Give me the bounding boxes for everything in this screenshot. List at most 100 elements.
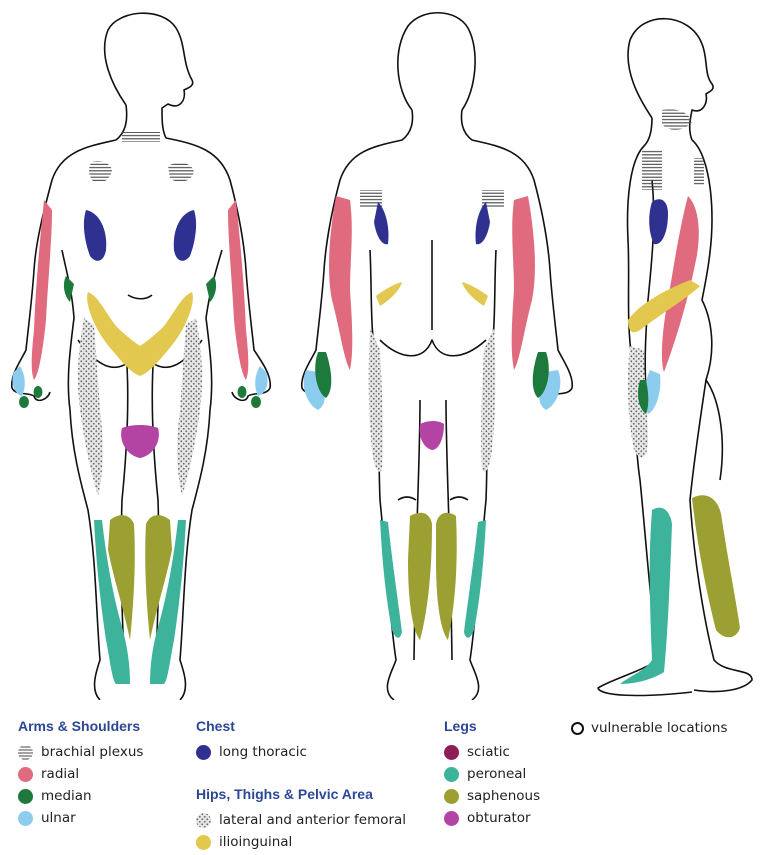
legend-heading-arms: Arms & Shoulders: [18, 718, 141, 734]
legend-item-radial: radial: [18, 763, 143, 785]
side-view: [597, 17, 753, 697]
back-median-left: [315, 352, 332, 398]
front-saphenous-left: [108, 515, 135, 640]
back-saphenous-right: [436, 512, 457, 640]
legend-vulnerable: vulnerable locations: [571, 717, 728, 739]
legend-arms-shoulders: Arms & Shoulders brachial plexus radial …: [18, 718, 143, 829]
back-femoral-left: [368, 328, 383, 472]
vulnerable-ring-icon: [571, 721, 584, 735]
back-brachial-plexus-left: [360, 190, 382, 208]
front-obturator: [121, 425, 159, 458]
front-median-right-upper: [206, 276, 217, 302]
side-peroneal: [620, 507, 672, 684]
front-median-right-finger2: [237, 386, 247, 398]
legend-item-vulnerable: vulnerable locations: [571, 717, 728, 739]
side-brachial-plexus-back: [642, 150, 662, 190]
front-median-left-upper: [63, 276, 74, 302]
back-long-thoracic-right: [475, 202, 490, 245]
legend-item-sciatic: sciatic: [444, 741, 540, 763]
legend-item-median: median: [18, 785, 143, 807]
side-median: [638, 380, 649, 414]
legend-chest: Chest long thoracic: [196, 718, 307, 763]
front-ilioinguinal: [87, 292, 193, 376]
front-median-right-finger: [251, 396, 261, 408]
back-radial-right: [511, 196, 535, 370]
back-long-thoracic-left: [374, 202, 389, 245]
legend-label-long-thoracic: long thoracic: [219, 744, 307, 760]
side-ilioinguinal: [628, 280, 700, 333]
ulnar-swatch-icon: [18, 810, 33, 826]
legend-label-ilioinguinal: ilioinguinal: [219, 834, 293, 850]
front-brachial-plexus-right: [168, 162, 194, 182]
obturator-swatch-icon: [444, 810, 459, 826]
front-radial-left: [31, 200, 52, 380]
front-long-thoracic-right: [173, 210, 197, 261]
back-femoral-right: [481, 328, 496, 472]
legend-heading-chest: Chest: [196, 718, 235, 734]
legend-label-brachial-plexus: brachial plexus: [41, 744, 144, 760]
front-femoral-left: [77, 318, 103, 496]
front-body-outline: [10, 12, 272, 700]
front-brachial-plexus-neck: [122, 132, 160, 142]
peroneal-swatch-icon: [444, 766, 459, 782]
back-peroneal-right: [464, 520, 486, 638]
legend-heading-hips: Hips, Thighs & Pelvic Area: [196, 786, 373, 802]
side-ulnar: [644, 370, 661, 414]
legend-item-ulnar: ulnar: [18, 807, 143, 829]
legend-item-long-thoracic: long thoracic: [196, 741, 307, 763]
back-ilioinguinal-right: [462, 282, 488, 306]
legend-label-vulnerable: vulnerable locations: [591, 720, 728, 736]
legend-legs: Legs sciatic peroneal saphenous obturato…: [444, 718, 540, 829]
legend-label-sciatic: sciatic: [467, 744, 510, 760]
back-brachial-plexus-right: [482, 190, 504, 208]
back-saphenous-left: [408, 512, 432, 640]
front-saphenous-right: [145, 515, 172, 640]
femoral-swatch-icon: [196, 812, 211, 828]
legend-heading-legs: Legs: [444, 718, 477, 734]
front-brachial-plexus-left: [89, 161, 112, 183]
back-view: [300, 12, 574, 700]
legend-label-radial: radial: [41, 766, 80, 782]
side-saphenous: [692, 495, 740, 638]
side-radial: [661, 196, 699, 372]
legend-item-brachial-plexus: brachial plexus: [18, 741, 143, 763]
front-radial-right: [228, 200, 249, 380]
back-ilioinguinal-left: [376, 282, 402, 306]
legend-label-obturator: obturator: [467, 810, 531, 826]
legend-label-ulnar: ulnar: [41, 810, 76, 826]
legend-item-ilioinguinal: ilioinguinal: [196, 831, 406, 853]
front-long-thoracic-left: [83, 210, 107, 261]
legend-label-femoral: lateral and anterior femoral: [219, 812, 407, 828]
side-long-thoracic: [649, 199, 668, 245]
legend-label-saphenous: saphenous: [467, 788, 541, 804]
back-body-outline: [300, 12, 574, 700]
legend-item-obturator: obturator: [444, 807, 540, 829]
legend-hips: Hips, Thighs & Pelvic Area lateral and a…: [196, 786, 406, 853]
back-obturator: [419, 421, 444, 450]
median-swatch-icon: [18, 788, 33, 804]
front-median-left-finger: [19, 396, 29, 408]
legend-item-femoral: lateral and anterior femoral: [196, 809, 406, 831]
back-peroneal-left: [380, 520, 402, 638]
front-view: [10, 12, 272, 700]
front-peroneal-left: [94, 520, 130, 684]
ilioinguinal-swatch-icon: [196, 834, 211, 850]
legend-label-median: median: [41, 788, 92, 804]
back-median-right: [532, 352, 549, 398]
back-radial-left: [329, 196, 353, 370]
legend-label-peroneal: peroneal: [467, 766, 527, 782]
legend-item-peroneal: peroneal: [444, 763, 540, 785]
front-ulnar-left: [12, 366, 25, 396]
front-peroneal-right: [150, 520, 186, 684]
saphenous-swatch-icon: [444, 788, 459, 804]
side-brachial-plexus-arm: [694, 158, 704, 186]
body-nerve-figure: [10, 12, 753, 700]
radial-swatch-icon: [18, 766, 33, 782]
brachial-plexus-swatch-icon: [18, 745, 33, 760]
front-ulnar-right: [255, 366, 268, 396]
front-median-left-finger2: [33, 386, 43, 398]
side-brachial-plexus-shoulder: [662, 109, 692, 130]
sciatic-swatch-icon: [444, 744, 459, 760]
legend-item-saphenous: saphenous: [444, 785, 540, 807]
long-thoracic-swatch-icon: [196, 744, 211, 760]
